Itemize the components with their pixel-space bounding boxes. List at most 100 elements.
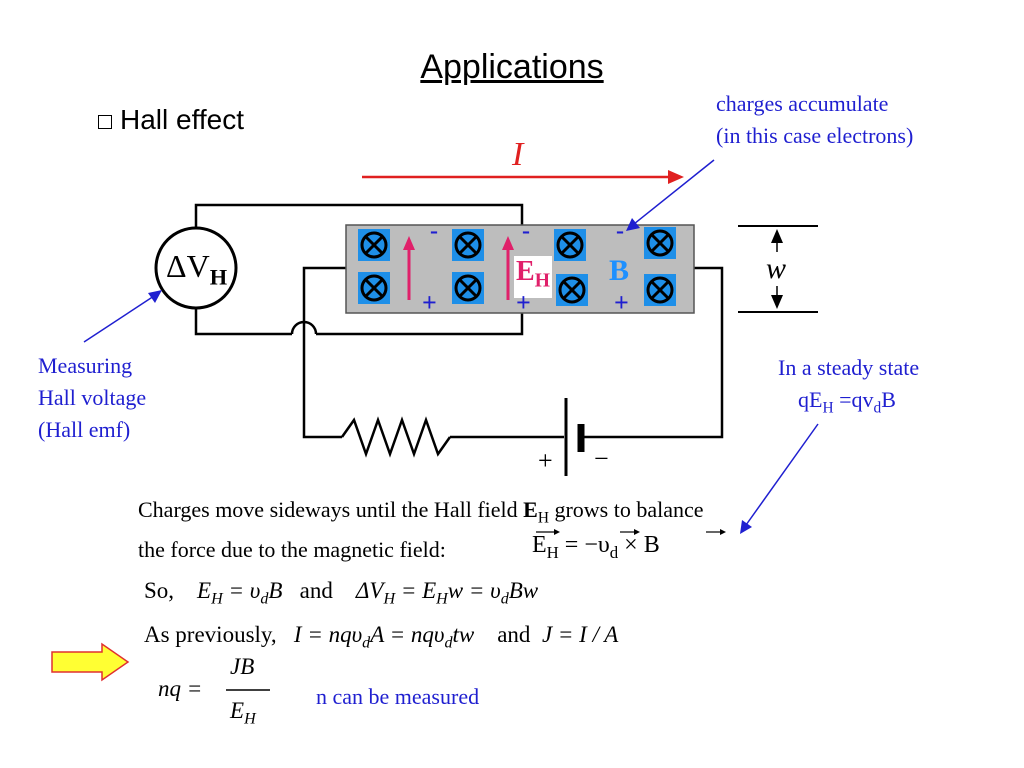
para-l1c: H	[537, 509, 549, 527]
note-measuring: Measuring Hall voltage (Hall emf)	[38, 350, 146, 446]
para-line1: Charges move sideways until the Hall fie…	[138, 494, 704, 534]
prev-c: tw	[452, 622, 475, 647]
so-ds: H	[383, 590, 396, 608]
vec-vs: d	[609, 542, 619, 562]
charges-pointer-line	[633, 159, 715, 225]
bullet-label: Hall effect	[120, 104, 244, 135]
vec-e: E	[532, 532, 547, 558]
current-equation: I = nqυdA = nqυdtw	[293, 622, 475, 652]
so-e1r: = υ	[222, 578, 261, 603]
so-e1: E	[197, 578, 212, 603]
highlight-arrow-icon	[51, 642, 130, 682]
frac-den-sub: H	[244, 710, 256, 728]
hall-field-sub: H	[534, 270, 550, 292]
steady-s2: d	[873, 399, 882, 417]
so-d: ΔV	[355, 578, 384, 603]
bullet-hall-effect: Hall effect	[98, 104, 244, 136]
para-l1d: grows to balance	[548, 497, 704, 522]
para-line2: the force due to the magnetic field:	[138, 537, 446, 563]
voltmeter-delta: ΔV	[166, 248, 210, 284]
vec-x: ×	[618, 532, 644, 558]
b-field-into-page-icon	[358, 229, 390, 261]
para-l1a: Charges move sideways until the Hall fie…	[138, 497, 524, 522]
voltmeter-top-wire	[194, 203, 524, 236]
slide-title: Applications	[420, 48, 604, 86]
so-e1b: B	[268, 578, 283, 603]
minus-sign-3: -	[616, 218, 624, 244]
voltmeter-bottom-wire-left	[194, 300, 292, 336]
minus-sign-1: -	[430, 218, 438, 244]
b-field-into-page-icon	[556, 274, 588, 306]
width-arrowhead-top	[771, 229, 783, 243]
n-measured-note: n can be measured	[316, 684, 480, 709]
note-charges-line2: (in this case electrons)	[716, 123, 914, 148]
vec-b: B	[643, 532, 660, 558]
note-charges: charges accumulate (in this case electro…	[716, 88, 913, 152]
vec-es: H	[546, 542, 559, 562]
battery-plus: +	[538, 446, 553, 475]
prev-a: I = nqυ	[293, 622, 363, 647]
so-r2: w = υ	[447, 578, 501, 603]
note-measuring-line3: (Hall emf)	[38, 417, 131, 442]
vec-arrowhead-b	[720, 529, 726, 535]
current-label: I	[512, 136, 524, 173]
note-steady-eq: qEH =qvdB	[778, 384, 919, 424]
b-field-into-page-icon	[644, 274, 676, 306]
field-arrowhead-1	[403, 236, 415, 250]
steady-pointer-line	[745, 423, 819, 526]
steady-pointer-head	[740, 520, 752, 534]
vec-arrowhead-v	[634, 529, 640, 535]
b-field-into-page-icon	[452, 229, 484, 261]
voltmeter-sub: H	[209, 264, 228, 290]
circuit-left-wire	[302, 266, 348, 439]
measuring-pointer-head	[148, 290, 162, 303]
so-and: and	[299, 578, 333, 603]
fraction-denominator: EH	[230, 698, 256, 729]
so-word: So,	[144, 578, 175, 603]
bullet-box-icon	[98, 114, 112, 129]
prev-bs: d	[444, 634, 453, 652]
b-field-label: B	[609, 254, 630, 287]
vec-arrowhead-e	[554, 529, 560, 535]
width-label: w	[764, 252, 789, 286]
hall-field-label: EH	[514, 256, 552, 298]
current-density-equation: J = I / A	[541, 622, 619, 647]
field-arrowhead-2	[502, 236, 514, 250]
vector-equation: EH = −υd × B	[532, 532, 660, 563]
steady-end: B	[881, 387, 896, 412]
steady-eq: =qv	[833, 387, 874, 412]
b-field-into-page-icon	[644, 227, 676, 259]
steady-q1: qE	[798, 387, 823, 412]
prev-as: d	[362, 634, 371, 652]
frac-den: E	[230, 698, 245, 723]
so-e1s: H	[211, 590, 223, 608]
so-line: So, EH = υdB and ΔVH = EHw = υdBw	[144, 578, 538, 609]
voltmeter-circle	[154, 226, 238, 310]
note-steady-line1: In a steady state	[778, 355, 920, 380]
note-measuring-line2: Hall voltage	[38, 385, 147, 410]
circuit-right-wire	[584, 266, 724, 439]
eh-equation: EH = υdB	[197, 578, 283, 608]
voltmeter-label: ΔVH	[166, 248, 227, 290]
charges-pointer-head	[626, 218, 640, 231]
previously-line: As previously, I = nqυdA = nqυdtw and J …	[144, 622, 618, 653]
so-r3: Bw	[508, 578, 539, 603]
minus-sign-2: -	[522, 218, 530, 244]
current-arrowhead	[668, 170, 684, 184]
note-steady: In a steady state qEH =qvdB	[778, 352, 919, 424]
width-arrowhead-bottom	[771, 295, 783, 309]
b-field-into-page-icon	[358, 272, 390, 304]
prev-b: A = nqυ	[370, 622, 445, 647]
note-measuring-line1: Measuring	[38, 353, 133, 378]
plus-sign-2: +	[516, 288, 531, 317]
hall-field-e: E	[516, 256, 535, 287]
steady-s1: H	[822, 399, 834, 417]
measuring-pointer-line	[83, 295, 155, 343]
dv-equation: ΔVH = EHw = υdBw	[355, 578, 539, 608]
fraction-lhs: nq =	[158, 676, 203, 701]
resistor	[340, 416, 452, 458]
so-r2s: d	[500, 590, 509, 608]
so-r1s: H	[436, 590, 448, 608]
fraction-numerator: JB	[230, 654, 255, 679]
